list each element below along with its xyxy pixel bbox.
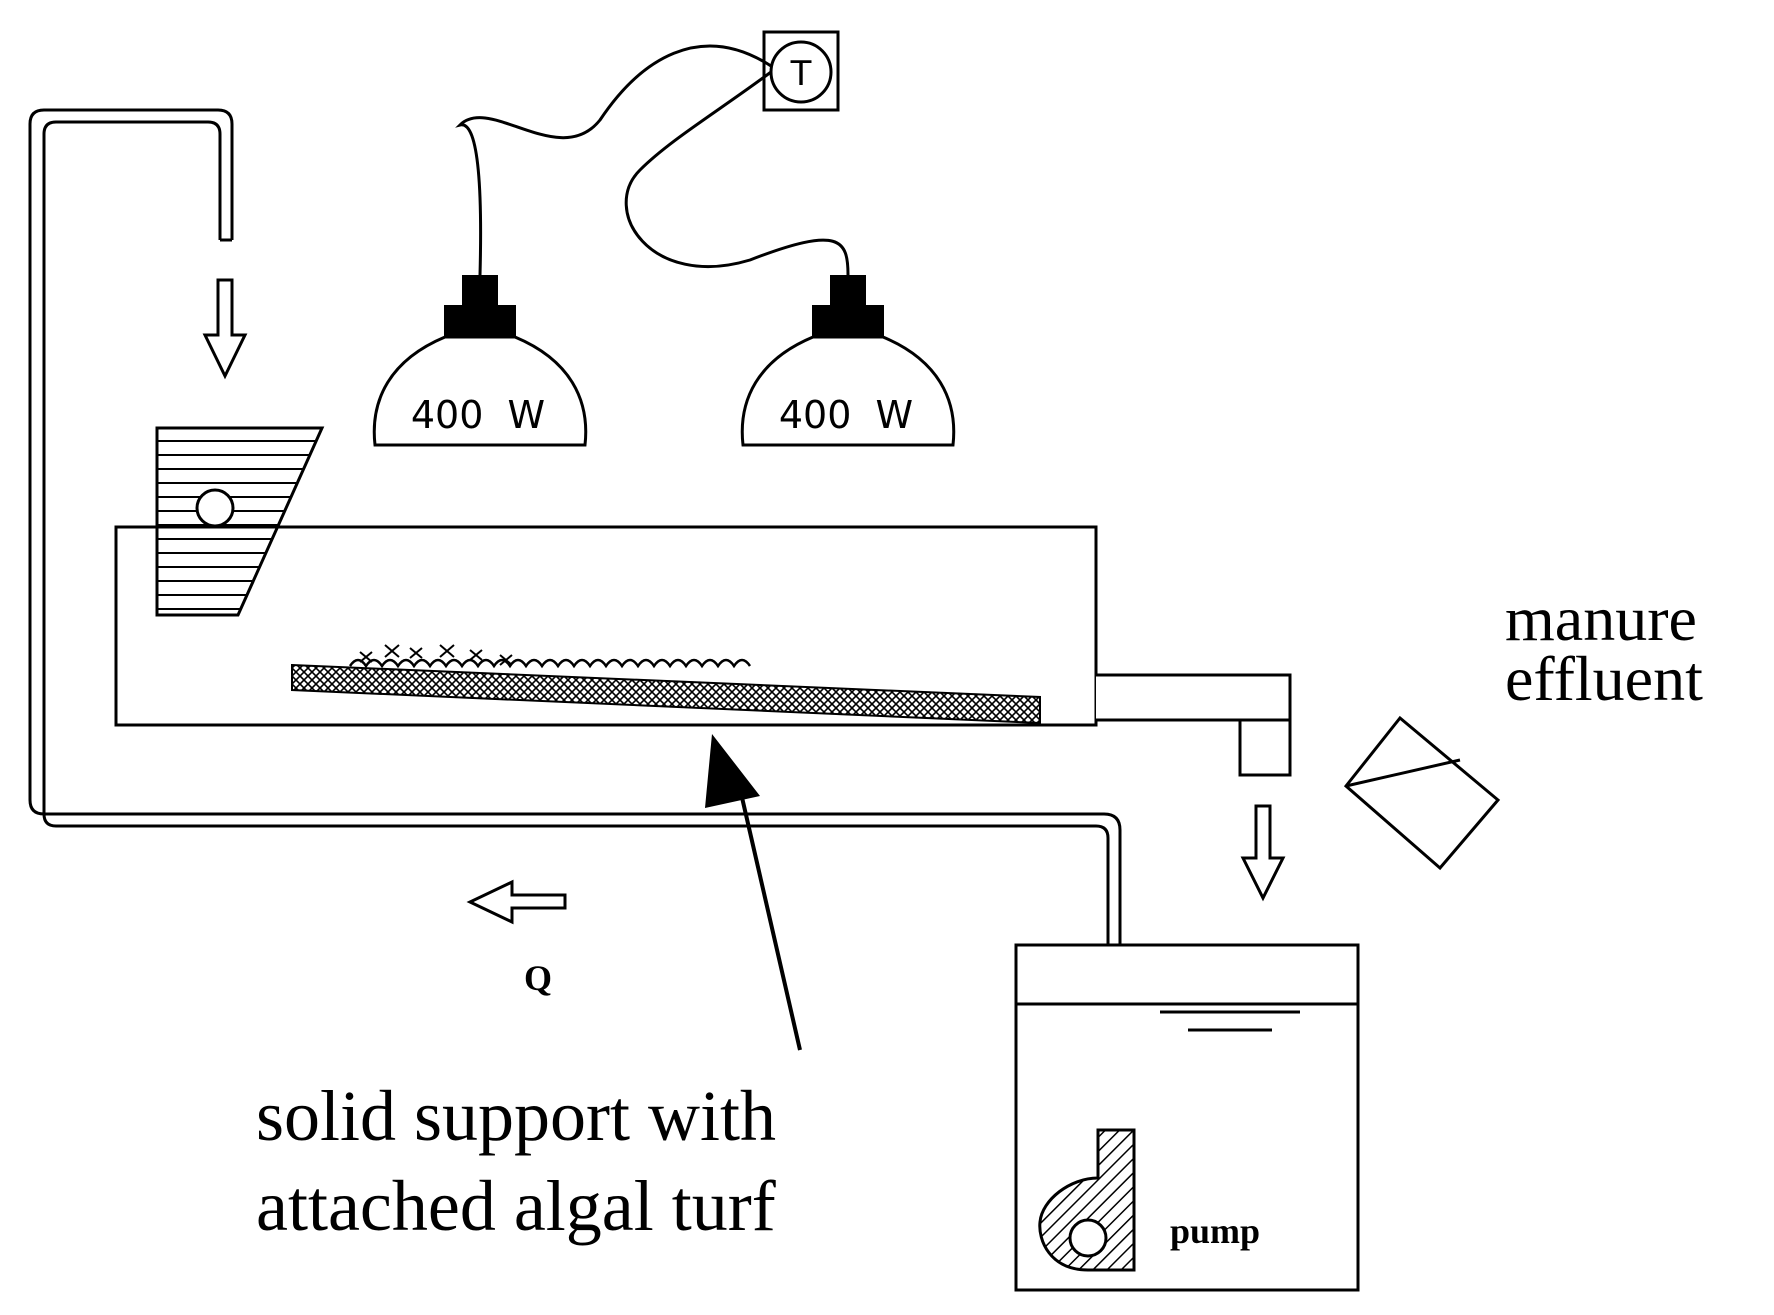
effluent-container [1343, 715, 1501, 871]
outlet-spout [1096, 673, 1292, 777]
inlet-arrow [202, 278, 248, 380]
thermostat: T [762, 30, 840, 112]
flow-label: Q [524, 958, 552, 998]
lamp-left-label: 400 W [411, 393, 545, 437]
support-label-line1: solid support with [256, 1076, 776, 1156]
flow-arrow [466, 879, 567, 925]
lamp-left: 400 W [372, 275, 588, 447]
algal-turf-screen [291, 644, 1041, 725]
algal-growth [348, 658, 752, 669]
outlet-arrow [1240, 804, 1286, 902]
lamp-right-label: 400 W [779, 393, 913, 437]
pump-label: pump [1170, 1211, 1260, 1251]
return-pipe [28, 108, 1122, 945]
pump: pump [1038, 1128, 1260, 1272]
reservoir-tank [1014, 943, 1360, 1292]
effluent-label-line1: manure [1505, 583, 1697, 654]
algal-filaments [359, 644, 513, 666]
dump-bucket [155, 426, 325, 617]
support-label-line2: attached algal turf [256, 1166, 776, 1246]
lamp-right: 400 W [740, 275, 956, 447]
thermostat-label: T [790, 54, 812, 94]
effluent-label-line2: effluent [1505, 643, 1703, 714]
lamp-wires [455, 44, 850, 276]
support-pointer-arrow [705, 734, 802, 1051]
raceway-trough [114, 525, 1098, 727]
